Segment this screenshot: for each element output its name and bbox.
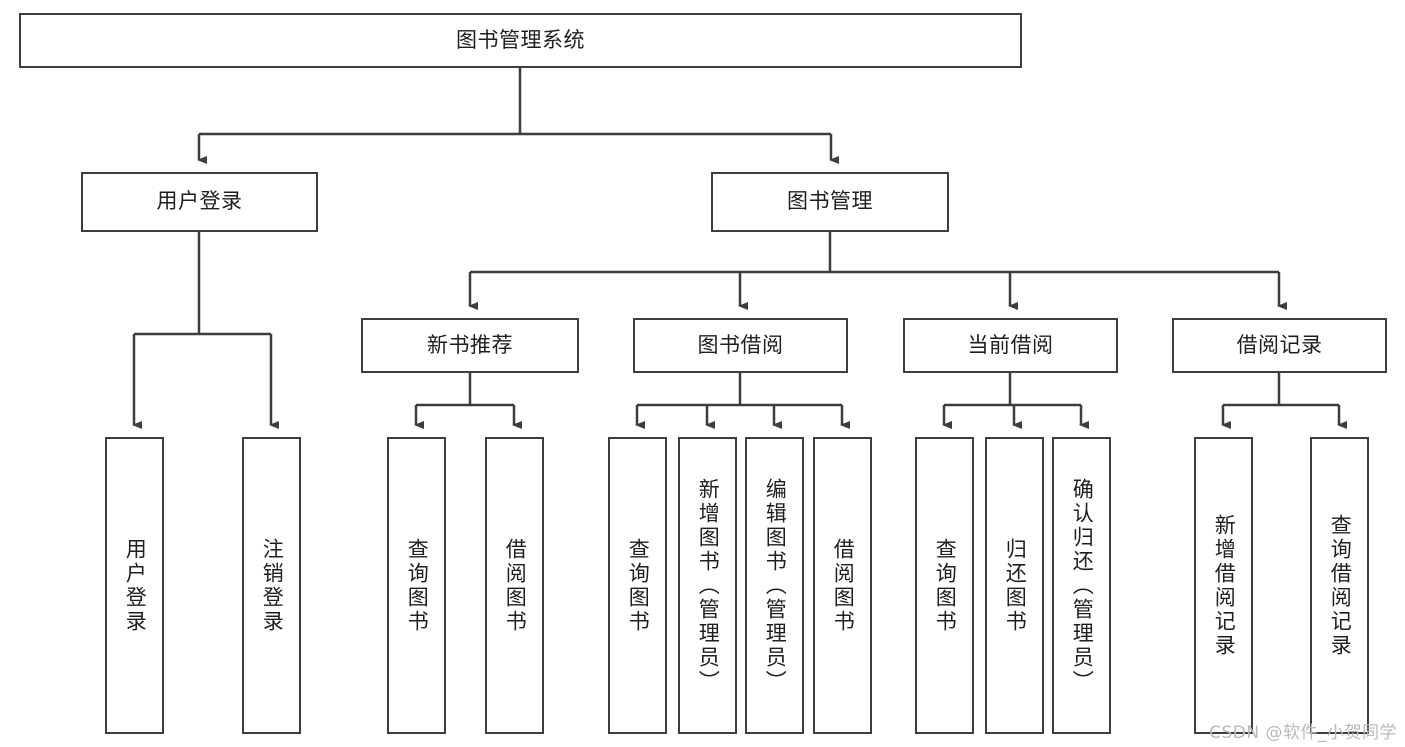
- node-leaf-confirm-return[interactable]: 确认归还（管理员）: [1052, 437, 1111, 734]
- node-leaf-add-book-admin-label: 新增图书（管理员）: [696, 477, 721, 694]
- node-book-manage[interactable]: 图书管理: [711, 172, 949, 232]
- node-leaf-query-book-2-label: 查询图书: [626, 537, 651, 634]
- node-leaf-borrow-book-2[interactable]: 借阅图书: [813, 437, 872, 734]
- node-leaf-query-borrow-record-label: 查询借阅记录: [1328, 513, 1353, 658]
- node-leaf-query-book-3[interactable]: 查询图书: [915, 437, 974, 734]
- node-leaf-query-book-2[interactable]: 查询图书: [608, 437, 667, 734]
- node-leaf-borrow-book-2-label: 借阅图书: [831, 537, 856, 634]
- node-user-login[interactable]: 用户登录: [81, 172, 318, 232]
- node-new-book-recommend-label: 新书推荐: [427, 332, 513, 357]
- node-leaf-borrow-book-1[interactable]: 借阅图书: [485, 437, 544, 734]
- node-leaf-query-book-1[interactable]: 查询图书: [387, 437, 446, 734]
- node-leaf-query-borrow-record[interactable]: 查询借阅记录: [1310, 437, 1369, 734]
- node-borrow-record[interactable]: 借阅记录: [1172, 318, 1387, 373]
- node-leaf-user-logout-label: 注销登录: [260, 537, 285, 634]
- node-current-borrow[interactable]: 当前借阅: [903, 318, 1118, 373]
- node-leaf-add-borrow-record[interactable]: 新增借阅记录: [1194, 437, 1253, 734]
- node-leaf-user-logout[interactable]: 注销登录: [242, 437, 301, 734]
- node-user-login-label: 用户登录: [156, 189, 243, 214]
- node-leaf-query-book-1-label: 查询图书: [405, 537, 430, 634]
- node-leaf-return-book-label: 归还图书: [1003, 537, 1028, 634]
- node-book-manage-label: 图书管理: [787, 189, 873, 214]
- node-leaf-return-book[interactable]: 归还图书: [985, 437, 1044, 734]
- node-leaf-user-login-label: 用户登录: [123, 537, 148, 634]
- node-current-borrow-label: 当前借阅: [967, 332, 1054, 357]
- node-leaf-add-borrow-record-label: 新增借阅记录: [1212, 513, 1237, 658]
- node-book-borrow[interactable]: 图书借阅: [633, 318, 848, 373]
- node-borrow-record-label: 借阅记录: [1236, 332, 1323, 357]
- node-leaf-borrow-book-1-label: 借阅图书: [503, 537, 528, 634]
- node-book-borrow-label: 图书借阅: [697, 332, 784, 357]
- node-root-label: 图书管理系统: [456, 27, 585, 52]
- watermark: CSDN @软件_小贺同学: [1209, 723, 1397, 743]
- node-leaf-edit-book-admin[interactable]: 编辑图书（管理员）: [745, 437, 804, 734]
- node-leaf-confirm-return-label: 确认归还（管理员）: [1070, 477, 1095, 694]
- node-leaf-query-book-3-label: 查询图书: [933, 537, 958, 634]
- node-leaf-edit-book-admin-label: 编辑图书（管理员）: [763, 477, 788, 694]
- node-root[interactable]: 图书管理系统: [19, 13, 1022, 68]
- node-leaf-add-book-admin[interactable]: 新增图书（管理员）: [678, 437, 737, 734]
- node-leaf-user-login[interactable]: 用户登录: [105, 437, 164, 734]
- node-new-book-recommend[interactable]: 新书推荐: [361, 318, 579, 373]
